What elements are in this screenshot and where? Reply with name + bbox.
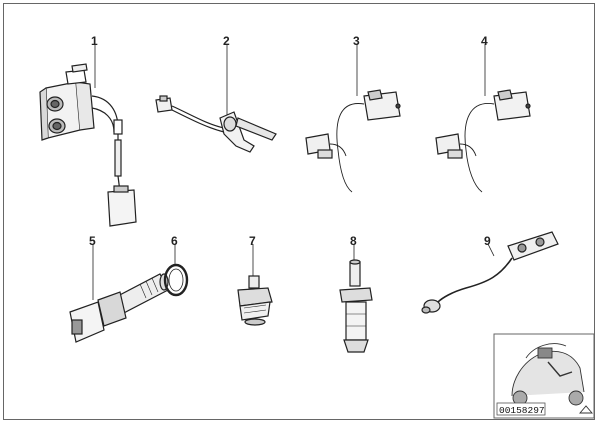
- part-number-6: 6: [171, 234, 178, 248]
- part-8-sensor[interactable]: [339, 244, 373, 353]
- part-9-sensor-cable[interactable]: [421, 231, 559, 314]
- part-number-5: 5: [89, 234, 96, 248]
- part-number-8: 8: [350, 234, 357, 248]
- scooter-thumbnail-icon: [511, 343, 585, 406]
- part-3-switch-cable[interactable]: [305, 44, 401, 193]
- diagram-id-box: [496, 402, 546, 416]
- part-number-7: 7: [249, 234, 256, 248]
- part-number-4: 4: [481, 34, 488, 48]
- triangle-up-icon[interactable]: [579, 405, 593, 414]
- part-1-switch[interactable]: [39, 44, 137, 227]
- part-number-1: 1: [91, 34, 98, 48]
- part-number-3: 3: [353, 34, 360, 48]
- diagram-border: [3, 3, 595, 420]
- part-number-2: 2: [223, 34, 230, 48]
- diagram-id: 00158297: [499, 405, 545, 416]
- part-5-sensor[interactable]: [69, 244, 169, 343]
- part-7-pressure-switch[interactable]: [237, 244, 273, 326]
- part-6-o-ring[interactable]: [163, 244, 189, 297]
- part-4-switch-cable[interactable]: [435, 44, 531, 193]
- part-number-9: 9: [484, 234, 491, 248]
- part-2-lever-sensor[interactable]: [155, 44, 277, 153]
